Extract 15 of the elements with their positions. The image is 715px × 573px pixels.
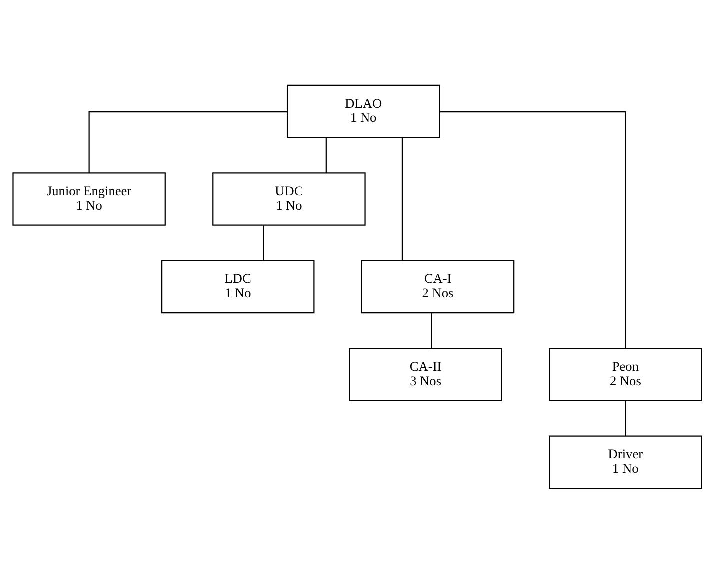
node-box: Peon 2 Nos [549, 348, 702, 401]
node-box: Junior Engineer 1 No [12, 172, 166, 226]
node-box: LDC 1 No [162, 260, 315, 314]
connector [88, 111, 288, 173]
connector [625, 400, 626, 436]
connector [326, 137, 327, 172]
connector [431, 312, 432, 348]
connector [440, 111, 626, 348]
node-box: Driver 1 No [549, 435, 702, 489]
connector [263, 225, 264, 260]
node-box: DLAO 1 No [286, 84, 440, 138]
node-box: UDC 1 No [212, 172, 366, 226]
node-box: CA-II 3 Nos [349, 348, 502, 401]
node-box: CA-I 2 Nos [361, 260, 515, 314]
connector [402, 137, 404, 260]
